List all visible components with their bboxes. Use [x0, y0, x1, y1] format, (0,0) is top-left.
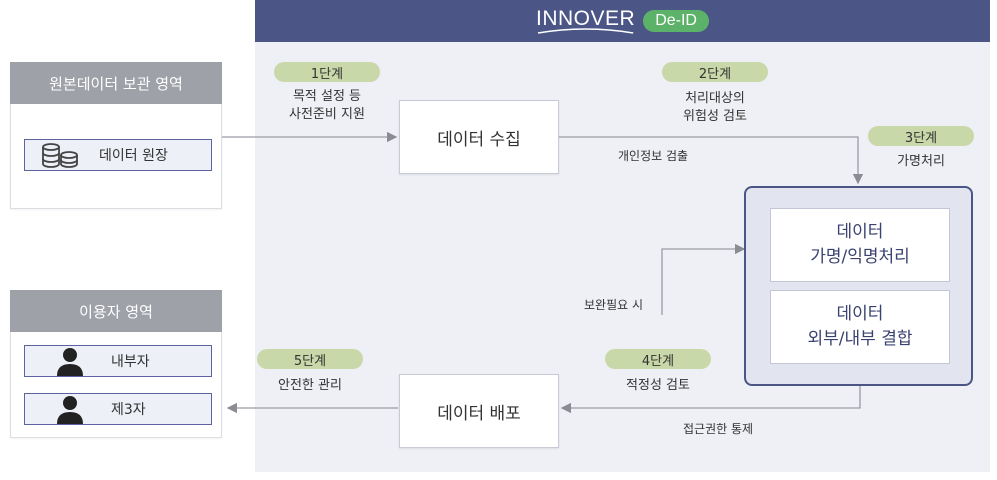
- step-4-desc: 적정성 검토: [626, 378, 690, 393]
- insider-label: 내부자: [111, 354, 150, 370]
- detect-label: 개인정보 검출: [618, 149, 689, 163]
- collect-node: 데이터 수집: [399, 100, 559, 174]
- step-1-desc: 목적 설정 등 사전준비 지원: [289, 89, 365, 123]
- supplement-label: 보완필요 시: [584, 298, 644, 312]
- step-5-desc: 안전한 관리: [278, 378, 342, 393]
- ledger-row: 데이터 원장: [24, 139, 212, 171]
- brand-badge: De-ID: [643, 10, 709, 32]
- source-area-title: 원본데이터 보관 영역: [10, 62, 222, 104]
- user-area-title: 이용자 영역: [10, 290, 222, 332]
- person-icon: [57, 348, 83, 376]
- step-5-pill: 5단계: [257, 349, 363, 369]
- step-4-pill: 4단계: [605, 349, 711, 369]
- ledger-label: 데이터 원장: [99, 148, 168, 164]
- access-control-label: 접근권한 통제: [683, 422, 754, 436]
- header-bar: [255, 0, 990, 42]
- distribute-node: 데이터 배포: [399, 374, 559, 448]
- pseudonymize-node: 데이터 가명/익명처리: [770, 208, 950, 282]
- step-1-pill: 1단계: [274, 62, 380, 82]
- step-3-desc: 가명처리: [897, 154, 945, 169]
- third-party-row: 제3자: [24, 393, 212, 425]
- third-party-label: 제3자: [111, 402, 146, 418]
- step-2-pill: 2단계: [662, 62, 768, 82]
- brand-name: INNOVER: [536, 7, 635, 35]
- step-3-pill: 3단계: [868, 126, 974, 146]
- person-icon: [57, 396, 83, 424]
- database-icon: [42, 143, 78, 168]
- brand-swoosh-icon: [537, 28, 634, 34]
- combine-node: 데이터 외부/내부 결합: [770, 290, 950, 364]
- step-2-desc: 처리대상의 위험성 검토: [683, 91, 747, 125]
- brand-text: INNOVER: [536, 7, 636, 30]
- brand: INNOVER De-ID: [255, 0, 990, 42]
- insider-row: 내부자: [24, 345, 212, 377]
